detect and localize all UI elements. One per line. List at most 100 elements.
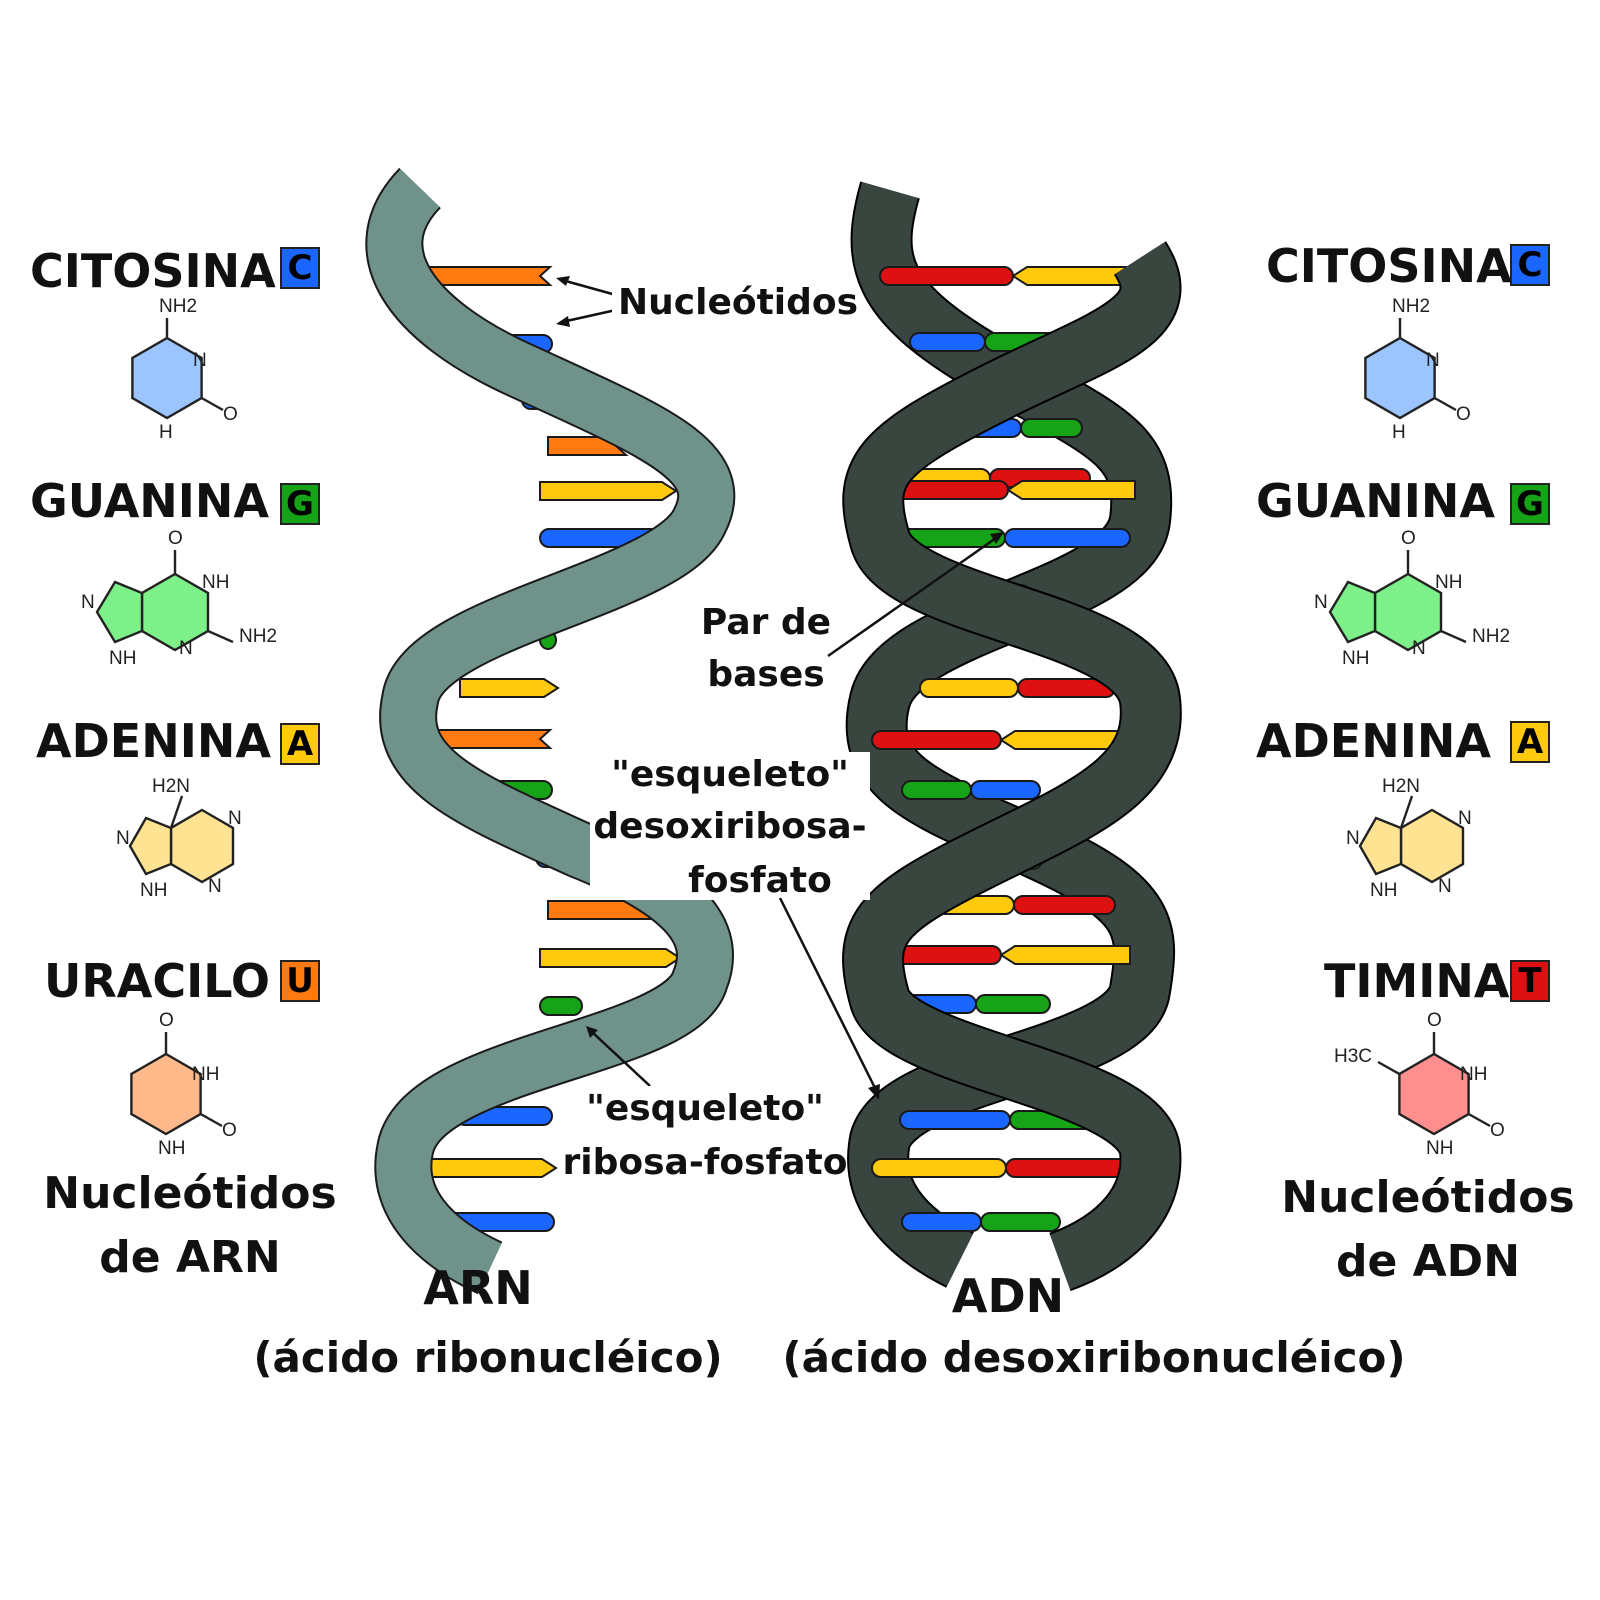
label-bg bbox=[612, 278, 852, 322]
dna-backbone-label-1: "esqueleto" bbox=[611, 754, 849, 795]
atom-label: NH bbox=[192, 1064, 219, 1085]
uracil-molecule-left: O NH O NH bbox=[130, 1010, 237, 1159]
label-bg bbox=[590, 752, 870, 900]
dna-full-title: (ácido desoxiribonucléico) bbox=[782, 1333, 1405, 1382]
dna-base-guanine bbox=[975, 994, 1051, 1014]
atom-label: O bbox=[1456, 404, 1471, 425]
dna-base-cytosine bbox=[1004, 528, 1131, 548]
atom-label: NH bbox=[202, 572, 229, 593]
dna-adenine-name: ADENINA bbox=[1256, 714, 1491, 768]
nucleotide-arrow-1 bbox=[561, 278, 617, 297]
dna-guanine-swatch bbox=[1510, 483, 1550, 525]
guanine-molecule-left: O NH NH2 N N NH bbox=[81, 528, 277, 669]
atom-label: O bbox=[223, 404, 238, 425]
rna-guanine-swatch bbox=[280, 483, 320, 525]
atom-label: H3C bbox=[1334, 1046, 1372, 1067]
rna-uracil-name: URACILO bbox=[44, 954, 270, 1008]
rna-backbone-arrow bbox=[591, 1031, 651, 1087]
atom-label: NH2 bbox=[1392, 296, 1430, 317]
atom-label: O bbox=[159, 1010, 174, 1031]
atom-label: NH2 bbox=[239, 626, 277, 647]
rna-guanine-letter: G bbox=[286, 484, 314, 524]
atom-label: O bbox=[1490, 1120, 1505, 1141]
cytosine-molecule-right: NH2 N O H bbox=[1364, 296, 1471, 443]
atom-label: O bbox=[1401, 528, 1416, 549]
arrowhead bbox=[556, 316, 570, 327]
atom-label: N bbox=[1314, 592, 1328, 613]
dna-nucleotides-panel: CITOSINA C NH2 N O H GUANINA G O NH NH2 … bbox=[1256, 239, 1575, 1287]
rna-nucleotide-adenine bbox=[415, 1158, 558, 1178]
rna-backbone-label-1: "esqueleto" bbox=[586, 1088, 824, 1129]
base-pair-arrow bbox=[827, 536, 997, 658]
atom-label: O bbox=[168, 528, 183, 549]
atom-label: N bbox=[116, 828, 130, 849]
dna-base-thymine bbox=[1013, 895, 1116, 915]
atom-label: N bbox=[1438, 876, 1452, 897]
rna-adenine-letter: A bbox=[287, 724, 314, 764]
dna-base-guanine bbox=[901, 780, 972, 800]
rna-cytosine-swatch bbox=[280, 247, 320, 289]
dna-backbone-front-fill bbox=[844, 242, 1180, 1290]
dna-adenine-swatch bbox=[1510, 721, 1550, 763]
atom-label: NH bbox=[109, 648, 136, 669]
atom-label: NH bbox=[158, 1138, 185, 1159]
atom-label: NH bbox=[1426, 1138, 1453, 1159]
atom-label: N bbox=[179, 638, 193, 659]
thymine-molecule-right: O NH O NH H3C bbox=[1334, 1010, 1505, 1159]
atom-label: NH2 bbox=[1472, 626, 1510, 647]
rna-nucleotides-panel: CITOSINA C NH2 N O H GUANINA G O NH NH2 … bbox=[30, 244, 337, 1283]
dna-backbone-label-2: desoxiribosa- bbox=[593, 806, 866, 847]
dna-helix bbox=[842, 181, 1182, 1292]
dna-backbone-arrow bbox=[778, 897, 878, 1091]
dna-caption-line1: Nucleótidos bbox=[1281, 1172, 1574, 1223]
dna-cytosine-swatch bbox=[1510, 244, 1550, 286]
dna-base-adenine bbox=[1006, 480, 1136, 500]
guanine-molecule-right: O NH NH2 N N NH bbox=[1314, 528, 1510, 669]
base-pair-label-2: bases bbox=[707, 654, 824, 695]
atom-label: N bbox=[228, 808, 242, 829]
rna-uracil-swatch bbox=[280, 960, 320, 1002]
nucleotide-arrow-2 bbox=[561, 308, 617, 324]
atom-label: H bbox=[1392, 422, 1406, 443]
rna-title: ARN bbox=[423, 1261, 533, 1315]
rna-backbone-label-2: ribosa-fosfato bbox=[563, 1142, 848, 1183]
dna-base-thymine bbox=[871, 730, 1002, 750]
atom-label: N bbox=[81, 592, 95, 613]
atom-label: N bbox=[193, 350, 207, 371]
dna-caption-line2: de ADN bbox=[1336, 1236, 1520, 1287]
atom-label: H2N bbox=[1382, 776, 1420, 797]
atom-label: NH bbox=[140, 880, 167, 901]
dna-base-thymine bbox=[879, 266, 1014, 286]
rna-caption-line1: Nucleótidos bbox=[43, 1168, 336, 1219]
dna-title: ADN bbox=[952, 1269, 1064, 1323]
atom-label: N bbox=[208, 876, 222, 897]
rna-nucleotide-adenine bbox=[539, 948, 682, 968]
arrowhead bbox=[556, 276, 570, 286]
dna-thymine-swatch bbox=[1510, 960, 1550, 1002]
atom-label: O bbox=[1427, 1010, 1442, 1031]
atom-label: H bbox=[159, 422, 173, 443]
atom-label: NH2 bbox=[159, 296, 197, 317]
annotations: Nucleótidos Par de bases "esqueleto" des… bbox=[556, 276, 1004, 1196]
dna-base-cytosine bbox=[899, 1110, 1011, 1130]
dna-base-cytosine bbox=[909, 332, 986, 352]
base-pair-label-1: Par de bbox=[701, 602, 831, 643]
rna-helix bbox=[365, 167, 736, 1295]
rna-adenine-swatch bbox=[280, 723, 320, 765]
dna-base-adenine bbox=[871, 1158, 1007, 1178]
adenine-molecule-left: H2N N N N NH bbox=[116, 776, 242, 901]
rna-adenine-name: ADENINA bbox=[36, 714, 271, 768]
dna-base-cytosine bbox=[901, 1212, 982, 1232]
dna-base-adenine bbox=[919, 678, 1019, 698]
cytosine-molecule-left: NH2 N O H bbox=[131, 296, 238, 443]
rna-nucleotide-uracil bbox=[421, 266, 553, 286]
arrowhead bbox=[990, 532, 1004, 544]
rna-cytosine-name: CITOSINA bbox=[30, 244, 276, 298]
arrowhead bbox=[586, 1026, 598, 1038]
rna-cytosine-letter: C bbox=[288, 248, 313, 288]
dna-guanine-name: GUANINA bbox=[1256, 474, 1495, 528]
atom-label: H2N bbox=[152, 776, 190, 797]
dna-backbone-label-3: fosfato bbox=[688, 860, 832, 901]
rna-uracil-letter: U bbox=[286, 961, 314, 1001]
